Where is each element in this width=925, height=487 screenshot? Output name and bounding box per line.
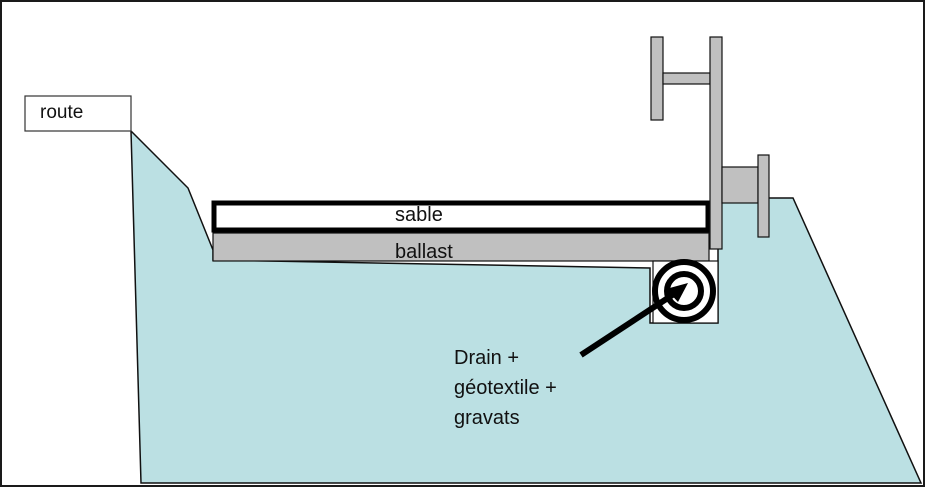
soil-body	[130, 129, 923, 484]
ballast-layer	[212, 232, 710, 262]
drain-arrow-shaft	[579, 289, 679, 358]
side-connector	[721, 166, 759, 204]
post-main	[709, 36, 723, 250]
drain-label-line3: gravats	[454, 407, 520, 429]
post-left	[650, 36, 664, 121]
crossbar	[662, 72, 711, 85]
route-box	[24, 95, 132, 132]
post-right	[757, 154, 770, 238]
sable-layer	[211, 200, 711, 233]
drain-inner-ring	[664, 271, 704, 311]
sable-label: sable	[395, 204, 443, 226]
drain-arrow-head	[666, 283, 688, 302]
ballast-label: ballast	[395, 241, 453, 263]
route-label: route	[40, 102, 83, 123]
drain-label-line1: Drain +	[454, 347, 519, 369]
drain-label-line2: géotextile +	[454, 377, 557, 399]
